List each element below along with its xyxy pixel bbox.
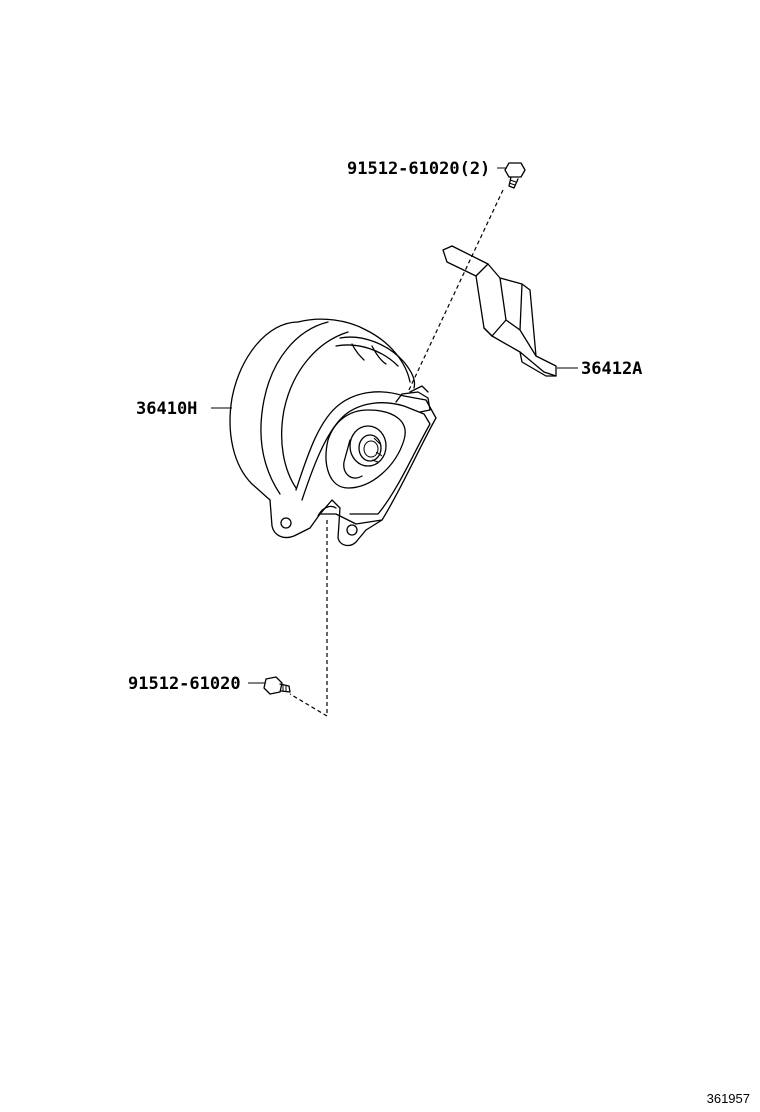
bolt-top[interactable] [504, 162, 526, 189]
assembly-line-bottom [289, 520, 328, 718]
vacuum-pump[interactable] [229, 318, 437, 547]
assembly-line-top [407, 189, 504, 393]
label-bracket[interactable]: 36412A [581, 359, 642, 379]
bolt-bottom[interactable] [263, 676, 291, 695]
label-bolt-bottom[interactable]: 91512-61020 [128, 674, 241, 694]
figure-reference: 361957 [707, 1091, 750, 1106]
label-vacuum-pump[interactable]: 36410H [136, 399, 197, 419]
bracket[interactable] [442, 245, 557, 377]
label-bolt-top[interactable]: 91512-61020(2) [347, 159, 490, 179]
